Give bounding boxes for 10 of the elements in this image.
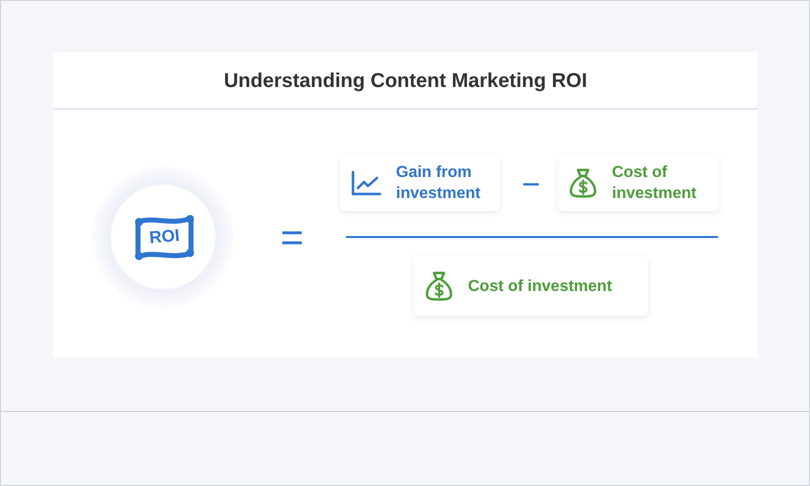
term-card [558,155,719,211]
term-label: Gain from investment [396,163,482,204]
term-card [414,256,648,316]
term-label: Cost of investment [468,276,612,296]
equals-sign: = [280,228,304,248]
term-label: Cost of investment [612,163,698,204]
term-card [340,155,500,211]
metric-label: ROI [148,226,180,248]
diagram-title: Understanding Content Marketing ROI [224,69,588,93]
minus-sign: − [522,176,540,192]
